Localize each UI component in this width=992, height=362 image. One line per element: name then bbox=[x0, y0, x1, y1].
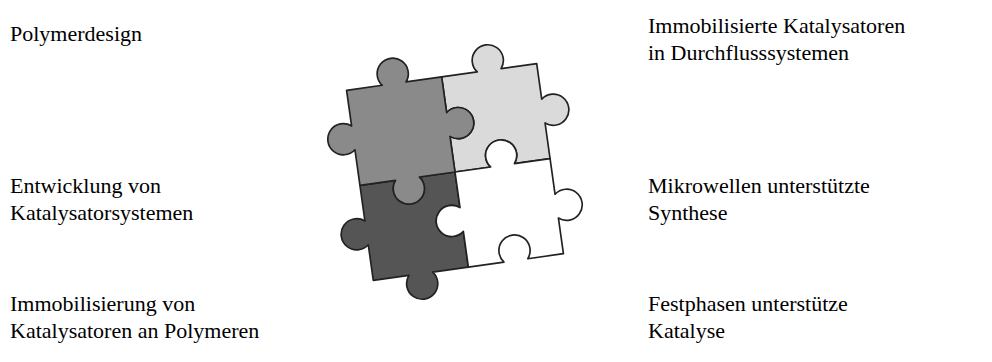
topic-label: Mikrowellen unterstützte Synthese bbox=[648, 172, 918, 226]
topic-label: Immobilisierung von Katalysatoren an Pol… bbox=[10, 290, 280, 344]
topic-label: Festphasen unterstütze Katalyse bbox=[648, 290, 918, 344]
topic-label: Polymerdesign bbox=[10, 20, 280, 47]
topic-label: Immobilisierte Katalysatoren in Durchflu… bbox=[648, 12, 918, 66]
topic-label: Entwicklung von Katalysatorsystemen bbox=[10, 172, 280, 226]
puzzle-piece bbox=[318, 48, 484, 214]
